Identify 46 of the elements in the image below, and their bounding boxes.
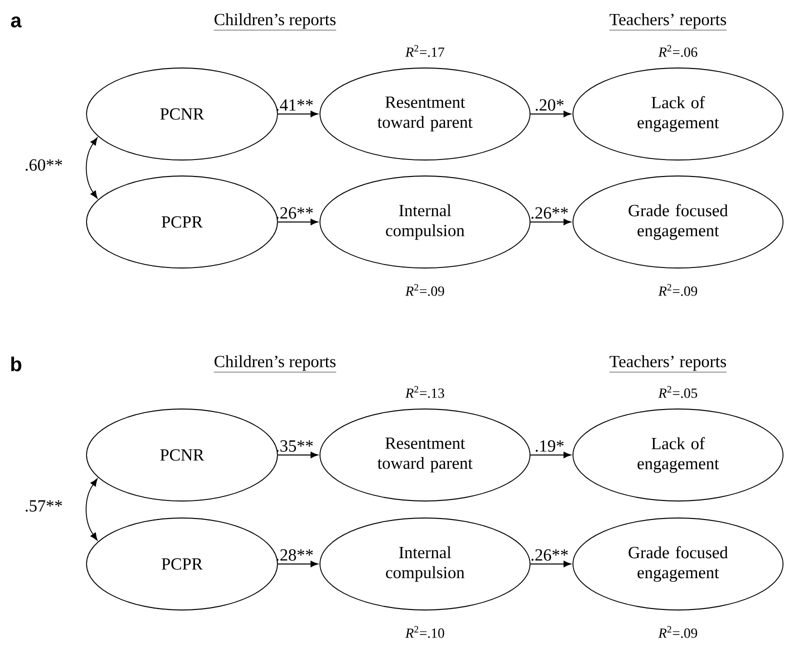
arrow [277, 110, 318, 118]
arrow [530, 452, 572, 458]
ellipse-node: Internal compulsion [320, 176, 530, 268]
column-heading: Teachers’ reports [609, 13, 727, 30]
arrow [277, 452, 318, 458]
edge-label: .57** [26, 500, 62, 512]
r-squared-label: R$^{2}$=.05 [658, 386, 698, 398]
r-squared-label: R$^{2}$=.09 [405, 284, 444, 296]
r-squared-label: R$^{2}$=.09 [658, 284, 698, 296]
column-heading: Children’s reports [214, 13, 336, 30]
panel-letter: b [11, 356, 22, 372]
panel-letter: a [11, 16, 22, 28]
r-squared-label: R$^{2}$=.10 [405, 626, 444, 638]
r-squared-label: R$^{2}$=.17 [405, 45, 444, 57]
r-squared-label: R$^{2}$=.06 [658, 45, 698, 57]
arrow [530, 560, 572, 568]
ellipse-node: PCPR [86, 176, 278, 268]
ellipse-node: Grade focused engagement [572, 518, 784, 610]
curved-arrow [86, 138, 98, 198]
ellipse-node: PCPR [86, 518, 278, 610]
curved-arrow [86, 478, 98, 540]
edge-label: .28** [276, 549, 313, 561]
ellipse-node: Lack of engagement [572, 408, 784, 502]
ellipse-node: PCNR [86, 68, 278, 160]
r-squared-label: R$^{2}$=.13 [405, 386, 444, 398]
edge-label: .26** [532, 549, 568, 561]
edge-label: .19* [536, 440, 564, 452]
ellipse-node: Internal compulsion [320, 518, 530, 610]
edge-label: .60** [26, 159, 62, 171]
r-squared-label: R$^{2}$=.09 [658, 626, 698, 638]
ellipse-node: Lack of engagement [572, 68, 784, 160]
ellipse-node: Resentment toward parent [320, 408, 530, 502]
arrow [277, 560, 318, 568]
arrow [530, 110, 572, 118]
column-heading: Teachers’ reports [609, 355, 727, 372]
edge-label: .26** [276, 207, 313, 219]
arrow [277, 218, 318, 226]
edge-label: .26** [532, 207, 568, 219]
arrow [530, 218, 572, 226]
ellipse-node: Resentment toward parent [320, 68, 530, 160]
edge-label: .35** [276, 440, 313, 452]
edge-label: .20* [536, 99, 564, 111]
ellipse-node: PCNR [86, 408, 278, 502]
column-heading: Children’s reports [214, 355, 336, 372]
edge-label: .41** [276, 99, 313, 111]
ellipse-node: Grade focused engagement [572, 176, 784, 268]
